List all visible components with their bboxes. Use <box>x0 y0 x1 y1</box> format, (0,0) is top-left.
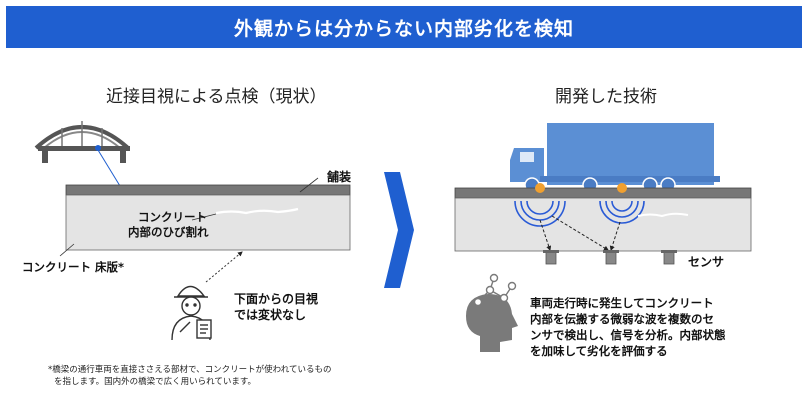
sensor-label: センサ <box>688 255 725 269</box>
tech-description: 車両走行時に発生してコンクリート 内部を伝搬する微弱な波を複数のセ ンサで検出し… <box>530 295 726 359</box>
description-line2: 内部を伝搬する微弱な波を複数のセ <box>530 312 714 326</box>
crack-label-line2: 内部のひび割れ <box>128 225 209 239</box>
right-arrow-icon <box>384 172 414 288</box>
crack-label: コンクリート 内部のひび割れ <box>128 210 209 240</box>
sight-line <box>205 251 243 283</box>
ai-head-icon <box>466 273 518 352</box>
internal-crack <box>215 207 299 215</box>
footnote-line1: *橋梁の通行車両を直接ささえる部材で、コンクリートが使われているもの <box>48 365 332 375</box>
crack-label-line1: コンクリート <box>138 210 207 224</box>
wave-group-2 <box>599 200 645 224</box>
footnote: *橋梁の通行車両を直接ささえる部材で、コンクリートが使われているもの を指します… <box>48 364 331 388</box>
sensor-icon <box>603 250 619 265</box>
inspector-text: 下面からの目視 では変状なし <box>234 291 318 323</box>
right-pavement-layer <box>454 187 752 199</box>
description-line1: 車両走行時に発生してコンクリート <box>530 296 714 310</box>
description-line4: を加味して劣化を評価する <box>530 344 668 358</box>
sensor-icon <box>543 250 559 265</box>
crack-leader-line <box>191 213 217 221</box>
bridge-icon <box>34 121 130 163</box>
footnote-line2: を指します。国内外の橋梁で広く用いられています。 <box>54 377 257 387</box>
inspector-icon <box>171 285 212 341</box>
impact-point <box>535 183 545 193</box>
wave-path <box>551 215 609 251</box>
pavement-label: 舗装 <box>327 170 352 184</box>
inspector-text-line2: では変状なし <box>234 308 307 322</box>
description-line3: ンサで検出し、信号を分析。内部状態 <box>530 328 726 342</box>
truck-icon <box>510 123 720 193</box>
impact-point <box>617 183 627 193</box>
title-banner: 外観からは分からない内部劣化を検知 <box>6 6 802 48</box>
right-internal-crack <box>637 212 689 218</box>
bridge-leader-line <box>97 149 121 187</box>
wave-path <box>539 219 552 251</box>
wave-group-1 <box>514 200 566 227</box>
left-concrete-slab <box>65 194 351 251</box>
inspector-text-line1: 下面からの目視 <box>234 292 319 306</box>
right-heading: 開発した技術 <box>555 87 657 107</box>
banner-title: 外観からは分からない内部劣化を検知 <box>233 17 574 40</box>
right-concrete-slab <box>454 197 752 252</box>
slab-leader-line <box>59 243 75 257</box>
pavement-leader-line <box>299 177 319 193</box>
left-heading: 近接目視による点検（現状） <box>106 87 327 107</box>
sensor-icon <box>661 250 677 265</box>
slab-label: コンクリート 床版* <box>22 260 125 274</box>
